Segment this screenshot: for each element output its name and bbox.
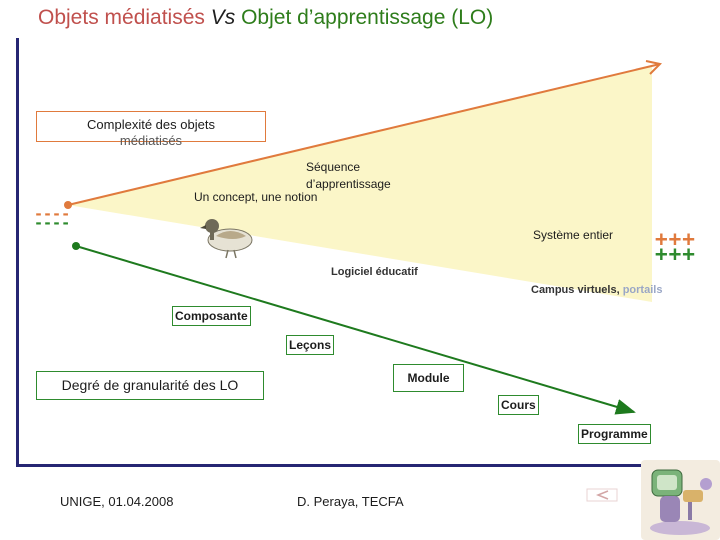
left-dash-markers: ---- ---- bbox=[34, 205, 71, 232]
complexity-start-dot bbox=[64, 201, 72, 209]
horizontal-axis bbox=[16, 464, 720, 467]
granularity-arrow bbox=[75, 245, 636, 415]
box-programme: Programme bbox=[578, 424, 651, 444]
green-dashes: ---- bbox=[34, 214, 71, 232]
orange-dashes: ---- bbox=[34, 205, 71, 223]
box-composante: Composante bbox=[172, 306, 251, 326]
box-lecons: Leçons bbox=[286, 335, 335, 355]
robot-mascot-icon bbox=[641, 460, 720, 540]
complexity-box: Complexité des objets médiatisés bbox=[36, 111, 266, 148]
footer-left: UNIGE, 01.04.2008 bbox=[60, 494, 174, 509]
plus-markers: +++ +++ bbox=[655, 227, 696, 266]
complexity-box-line1: Complexité des objets bbox=[87, 117, 215, 132]
box-module: Module bbox=[393, 364, 464, 392]
label-concept: Un concept, une notion bbox=[194, 190, 318, 204]
footer-center: D. Peraya, TECFA bbox=[297, 494, 404, 509]
granularity-triangle bbox=[68, 66, 652, 302]
box-cours: Cours bbox=[498, 395, 539, 415]
granularity-degree-box: Degré de granularité des LO bbox=[36, 371, 264, 400]
granularity-start-dot bbox=[72, 242, 80, 250]
label-campus: Campus virtuels, portails bbox=[531, 284, 662, 296]
portails-link[interactable]: portails bbox=[622, 284, 663, 296]
complexity-arrow bbox=[67, 63, 661, 206]
label-sequence-line1: Séquence bbox=[306, 160, 361, 174]
orange-plus: +++ bbox=[655, 227, 696, 251]
previous-arrow-icon[interactable] bbox=[586, 488, 618, 502]
label-logiciel: Logiciel éducatif bbox=[331, 266, 418, 278]
complexity-arrowhead bbox=[645, 60, 663, 75]
duck-icon bbox=[200, 219, 253, 259]
label-systeme: Système entier bbox=[533, 228, 614, 242]
title-vs: Vs bbox=[210, 6, 236, 29]
complexity-box-line2: médiatisés bbox=[119, 133, 183, 148]
title-part2: Objet d’apprentissage (LO) bbox=[235, 6, 494, 29]
label-sequence-line2: d’apprentissage bbox=[306, 177, 391, 191]
green-plus: +++ bbox=[655, 242, 696, 266]
campus-text: Campus virtuels, bbox=[531, 284, 623, 296]
vertical-axis bbox=[16, 38, 19, 466]
page-title: Objets médiatisés Vs Objet d’apprentissa… bbox=[38, 6, 493, 30]
title-part1: Objets médiatisés bbox=[38, 6, 211, 29]
